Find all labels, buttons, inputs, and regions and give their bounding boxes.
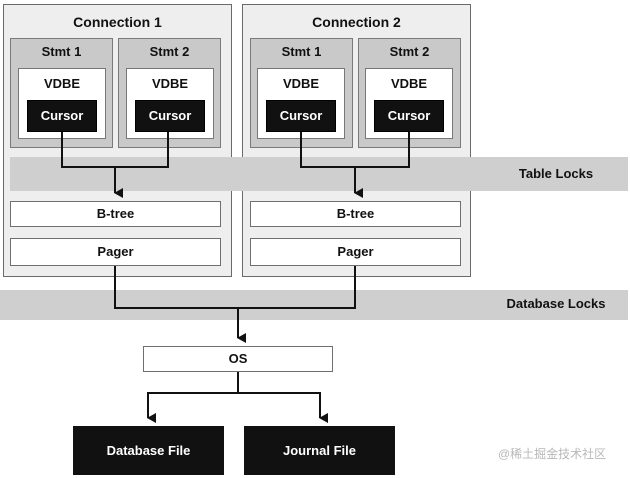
conn1-stmt1-cursor: Cursor — [27, 100, 97, 132]
table-locks-band-overlay — [10, 157, 628, 191]
os-box: OS — [143, 346, 333, 372]
conn1-stmt2-vdbe-label: VDBE — [151, 76, 189, 91]
conn1-pager: Pager — [10, 238, 221, 266]
watermark: @稀土掘金技术社区 — [498, 447, 607, 461]
conn1-btree: B-tree — [10, 201, 221, 227]
conn2-pager: Pager — [250, 238, 461, 266]
conn2-stmt2-cursor: Cursor — [374, 100, 444, 132]
conn2-stmt2-vdbe-label: VDBE — [390, 76, 428, 91]
pager-merge-wire — [114, 266, 356, 309]
journal-file: Journal File — [244, 426, 395, 475]
conn2-stmt1-cursor: Cursor — [266, 100, 336, 132]
database-locks-band — [0, 290, 628, 320]
table-locks-label: Table Locks — [518, 166, 594, 181]
conn2-stmt2-label: Stmt 2 — [389, 44, 430, 59]
connection-2-title: Connection 2 — [312, 14, 401, 30]
os-split-wire — [147, 372, 239, 423]
connection-1-title: Connection 1 — [73, 14, 162, 30]
journal-arrow — [238, 392, 328, 423]
conn2-stmt1-label: Stmt 1 — [281, 44, 322, 59]
database-locks-label: Database Locks — [506, 296, 606, 311]
conn1-stmt2-cursor: Cursor — [135, 100, 205, 132]
conn1-stmt2-label: Stmt 2 — [149, 44, 190, 59]
database-file: Database File — [73, 426, 224, 475]
conn2-cursor-wire — [300, 132, 410, 168]
conn1-cursor-wire — [61, 132, 169, 168]
conn1-stmt1-label: Stmt 1 — [41, 44, 82, 59]
conn1-stmt1-vdbe-label: VDBE — [43, 76, 81, 91]
conn2-btree: B-tree — [250, 201, 461, 227]
conn2-stmt1-vdbe-label: VDBE — [282, 76, 320, 91]
